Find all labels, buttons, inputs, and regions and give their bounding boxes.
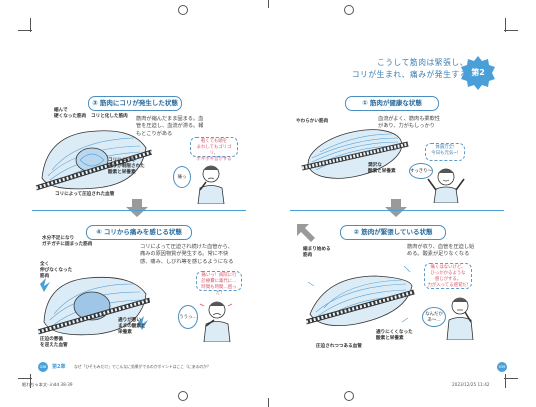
tense-person-illustration (446, 297, 474, 340)
speech-knot: 痛っ (173, 166, 191, 188)
speech-pain: ううっ… (178, 305, 198, 329)
sore-person-illustration (197, 165, 225, 204)
crop-mark (504, 378, 518, 379)
crop-mark (30, 18, 31, 32)
label-knot: コリと化した筋肉 (91, 114, 128, 119)
down-arrow-icon (385, 199, 407, 217)
label-squeezed: コリによって圧迫された血管 (55, 192, 115, 197)
footer-right: 2023/12/25 11:42 (452, 382, 490, 387)
pain-muscle-illustration (38, 277, 150, 336)
label-scarce: 通りが悪い ままの酸素と 栄養素 (118, 318, 146, 335)
section-pill-knot: ③ 筋肉にコリが発生した状態 (88, 96, 182, 111)
section-pill-healthy: ① 筋肉が健康な状態 (345, 96, 439, 111)
crop-mark (504, 30, 518, 31)
knot-muscle-illustration (36, 130, 152, 191)
registration-mark (344, 5, 354, 15)
label-healthy-blood: 潤沢な 酸素と栄養素 (368, 163, 396, 174)
crop-mark (18, 378, 32, 379)
section-divider (32, 210, 246, 211)
down-arrow-icon (126, 199, 148, 217)
label-blocked: 全く 伸びなくなった 筋肉 (40, 262, 73, 279)
label-pain-vessel: 圧迫の悪循 を迎えた血管 (40, 337, 68, 348)
section-text-knot: 筋肉が縮んだまま固まる。血 管を圧迫し、血流が滞る。報 もとこりがある (136, 116, 204, 137)
tense-muscle-illustration (306, 265, 415, 327)
healthy-muscle-illustration (301, 129, 409, 179)
bubble-pain: 痛いっ！病院に行 診療費に薬代に… 時間も時間…困った! (196, 271, 242, 296)
section-text-healthy: 血流がよく、筋肉も柔軟性 があり、力がもしっかり (378, 116, 440, 130)
crop-mark (18, 30, 32, 31)
label-tight-muscle: 縮まり始める 筋肉 (303, 247, 331, 258)
pain-person-illustration (199, 301, 233, 342)
section-text-pain: コリによって圧迫され続けた血管から、 痛みの原因物質が発生する。常に不快 感、痛… (140, 244, 234, 265)
section-pill-tense: ② 筋肉が緊張している状態 (340, 225, 446, 240)
section-text-tense: 筋肉が収り、血管を圧迫し始 める。酸素が足りなくなる (407, 244, 475, 258)
chapter-badge: 第2 (471, 68, 485, 77)
back-arrow-icon (297, 224, 315, 242)
bubble-healthy: 体調万全! 今日も元気~! (425, 143, 465, 161)
chapter-mark: 第2章 (52, 364, 66, 370)
section-divider (290, 210, 504, 211)
label-limited: コリによって 通りが制限された 酸素と栄養素 (108, 158, 145, 175)
registration-mark (178, 5, 188, 15)
center-fold (268, 0, 269, 8)
bubble-tense: 痛くはないけど、 ひっかかるような 感じがする。 力が入ってる感覚だ! (424, 263, 472, 289)
footer-left: 眠れちゃ本文-.indd 38-39 (22, 382, 73, 387)
page-number-right: 039 (497, 362, 507, 372)
happy-person-illustration (427, 168, 465, 203)
label-less-blood: 通りにくくなった 酸素と栄養素 (376, 330, 413, 341)
center-fold (268, 398, 269, 407)
registration-mark (344, 391, 354, 401)
registration-mark (178, 391, 188, 401)
headline: こうして筋肉は緊張し、 コリが生まれ、痛みが発生する (351, 58, 468, 79)
label-hard-muscle: 縮んで 硬くなった筋肉 (54, 108, 87, 119)
label-squeezed-vessel: 圧迫されつつある血管 (316, 344, 362, 349)
section-pill-pain: ④ コリから痛みを感じる状態 (86, 225, 192, 240)
page-number-left: 038 (38, 362, 48, 372)
chapter-badge-icon (461, 56, 495, 90)
speech-tense: なんだか あ〜… (422, 307, 446, 327)
crop-mark (505, 18, 506, 32)
crop-mark (505, 374, 506, 388)
label-water: 水分不足になり ガチガチに固まった筋肉 (42, 236, 93, 247)
bubble-knot: 軽くても頭を まわしてもゴリゴリ、 ポキポキ音がする (190, 137, 238, 162)
crop-mark (30, 374, 31, 388)
running-footer: なぜ「ひそもみだけ」でこんなに効果がでるのかポイントはここ（にあるのか？ (74, 364, 211, 369)
speech-healthy: すっきり〜 (409, 163, 433, 179)
label-soft-muscle: やわらかい筋肉 (296, 119, 329, 124)
